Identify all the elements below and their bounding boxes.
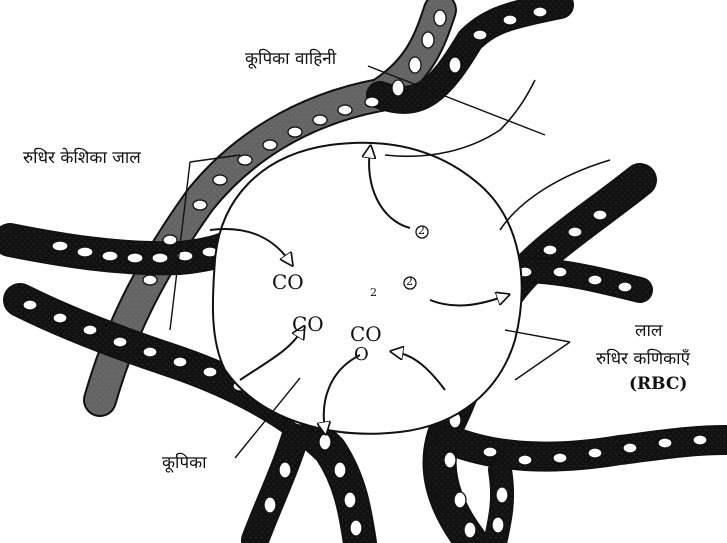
- co-label-c: CO: [350, 322, 382, 346]
- co-label-a: CO: [272, 270, 304, 294]
- alveolus-outline: [213, 143, 522, 434]
- alveolar-duct-label: कूपिका वाहिनी: [245, 46, 336, 69]
- alveolus-label: कूपिका: [162, 450, 207, 473]
- oxygen-label: O: [354, 344, 369, 365]
- rbc-label-line1: लाल: [635, 318, 662, 341]
- co-label-b: CO: [292, 312, 324, 336]
- capillary-network-label: रुधिर केशिका जाल: [23, 145, 141, 168]
- o2-subscript-right: 2: [406, 275, 413, 288]
- o2-subscript-top: 2: [418, 224, 425, 237]
- rbc-label-line2: रुधिर कणिकाएँ: [596, 346, 690, 369]
- subscript-2: 2: [370, 286, 377, 299]
- rbc-label-line3: (RBC): [629, 374, 687, 394]
